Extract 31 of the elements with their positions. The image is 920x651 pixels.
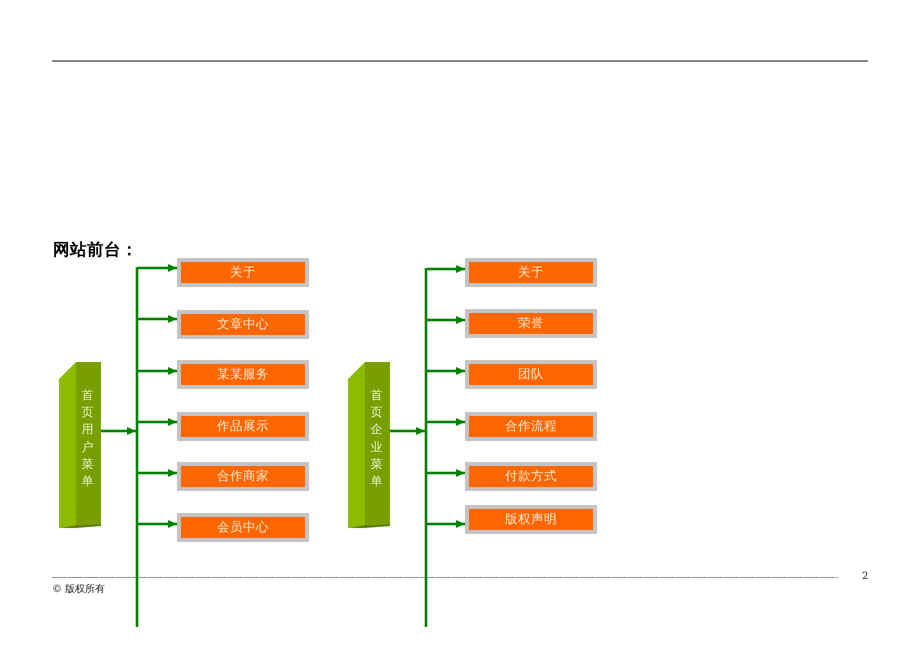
arrow: [427, 316, 465, 324]
arrow: [138, 469, 177, 477]
menu-box: 关于: [177, 258, 309, 287]
arrow: [138, 520, 177, 528]
arrow: [427, 520, 465, 528]
menu-box: 会员中心: [177, 513, 309, 542]
connector-trunk: [390, 268, 428, 627]
page-title: 网站前台：: [53, 241, 138, 260]
arrow: [427, 367, 465, 375]
menu-box: 荣誉: [465, 309, 597, 338]
menu-box: 关于: [465, 258, 597, 287]
menu-box: 团队: [465, 360, 597, 389]
menu-box: 作品展示: [177, 412, 309, 441]
menu-box: 版权声明: [465, 505, 597, 534]
arrow: [138, 418, 177, 426]
menu-box: 付款方式: [465, 462, 597, 491]
menu-box: 文章中心: [177, 310, 309, 339]
menu-box: 合作流程: [465, 412, 597, 441]
connector-trunk: [101, 267, 138, 627]
column-label: 首页用户菜单: [81, 387, 94, 490]
arrow: [138, 367, 177, 375]
page-number: 2: [862, 571, 868, 582]
arrow: [138, 264, 177, 272]
arrow: [427, 469, 465, 477]
menu-box: 某某服务: [177, 360, 309, 389]
column-label: 首页企业菜单: [370, 387, 383, 490]
menu-box: 合作商家: [177, 462, 309, 491]
footer-text: © 版权所有: [52, 584, 106, 596]
arrow: [427, 265, 465, 273]
arrow: [427, 418, 465, 426]
arrow: [138, 315, 177, 323]
